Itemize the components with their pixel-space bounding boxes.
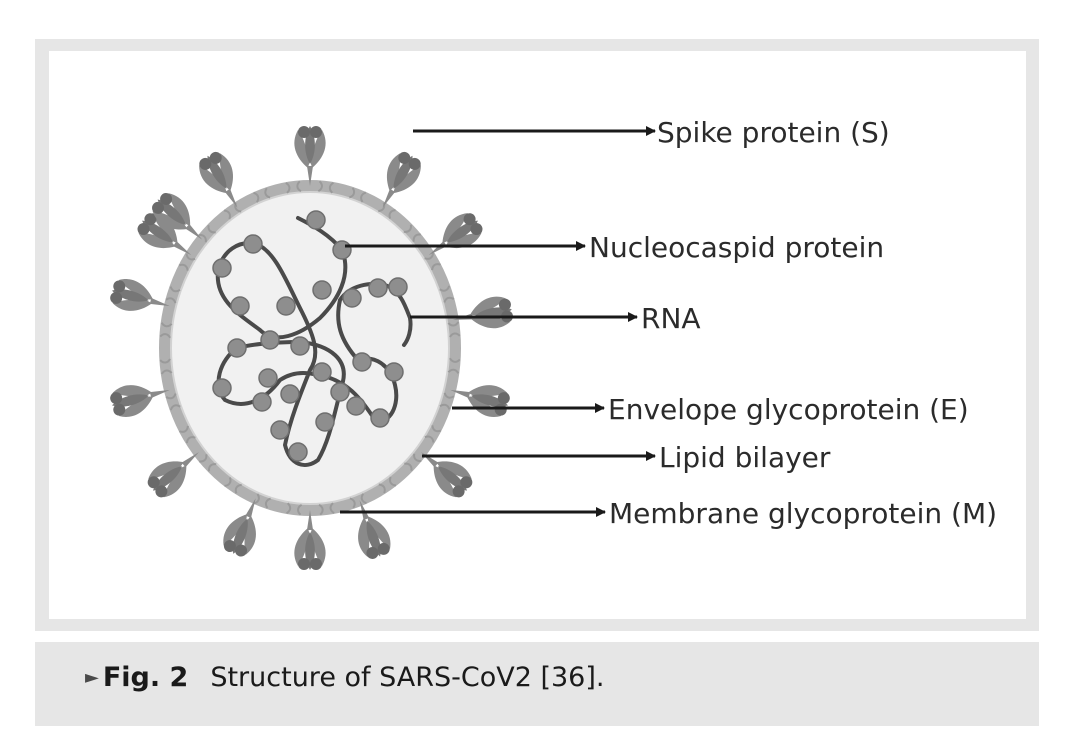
virus-body <box>159 180 461 516</box>
spike-protein <box>358 500 391 559</box>
membrane-protein <box>159 322 173 339</box>
label-spike-protein: Spike protein (S) <box>657 116 890 149</box>
membrane-protein <box>349 493 367 509</box>
spike-protein <box>421 452 473 498</box>
membrane-protein <box>159 358 173 375</box>
membrane-protein <box>447 357 461 374</box>
leader-arrows <box>340 126 656 517</box>
nucleocapsid-bead <box>258 368 278 388</box>
nucleocapsid-bead <box>260 330 280 350</box>
spike-protein <box>110 385 170 417</box>
nucleocapsid-bead <box>280 384 300 404</box>
caption-text: Structure of SARS-CoV2 [36]. <box>210 662 605 693</box>
membrane-protein <box>198 225 216 243</box>
membrane-protein <box>439 285 455 303</box>
membrane-protein <box>378 202 396 219</box>
membrane-protein <box>447 321 461 338</box>
label-envelope-glycoprotein: Envelope glycoprotein (E) <box>608 393 969 426</box>
spike-protein <box>294 126 326 186</box>
nucleocapsid-bead <box>290 336 310 356</box>
nucleocapsid-proteins <box>212 210 408 462</box>
figure-caption: ►Fig. 2 Structure of SARS-CoV2 [36]. <box>35 642 1039 726</box>
label-lipid-bilayer: Lipid bilayer <box>659 441 831 474</box>
membrane-protein <box>439 392 455 410</box>
nucleocapsid-bead <box>346 396 366 416</box>
membrane-protein <box>317 180 334 194</box>
nucleocapsid-bead <box>315 412 335 432</box>
lipid-bilayer-inner-line <box>170 191 450 505</box>
label-rna: RNA <box>641 302 701 335</box>
spike-protein <box>223 498 256 557</box>
spike-protein <box>428 213 483 256</box>
figure-number: Fig. 2 <box>102 662 189 693</box>
membrane-protein <box>424 425 442 443</box>
nucleocapsid-bead <box>312 280 332 300</box>
nucleocapsid-bead <box>212 258 232 278</box>
nucleocapsid-bead <box>368 278 388 298</box>
spike-protein <box>294 510 326 570</box>
nucleocapsid-bead <box>342 288 362 308</box>
nucleocapsid-bead <box>227 338 247 358</box>
nucleocapsid-bead <box>388 277 408 297</box>
membrane-protein <box>318 502 335 516</box>
nucleocapsid-bead <box>352 352 372 372</box>
spike-protein <box>110 279 170 311</box>
nucleocapsid-bead <box>306 210 326 230</box>
nucleocapsid-bead <box>252 392 272 412</box>
membrane-protein <box>348 187 367 203</box>
lipid-bilayer <box>159 180 461 516</box>
spike-protein <box>137 213 192 256</box>
spike-protein <box>147 452 199 498</box>
spike-protein <box>199 151 238 208</box>
nucleocapsid-bead <box>276 296 296 316</box>
membrane-protein <box>286 502 303 516</box>
nucleocapsid-bead <box>332 240 352 260</box>
membrane-protein <box>424 252 441 271</box>
membrane-protein <box>178 253 196 271</box>
membrane-proteins <box>159 180 461 516</box>
nucleocapsid-bead <box>330 382 350 402</box>
nucleocapsid-bead <box>243 234 263 254</box>
membrane-protein <box>253 493 272 509</box>
membrane-protein <box>253 187 271 203</box>
membrane-protein <box>403 224 421 242</box>
caption-marker-icon: ► <box>85 667 99 688</box>
nucleocapsid-bead <box>230 296 250 316</box>
membrane-protein <box>224 477 242 494</box>
nucleocapsid-bead <box>384 362 404 382</box>
membrane-protein <box>404 453 422 471</box>
label-nucleocapsid-protein: Nucleocaspid protein <box>589 231 884 264</box>
nucleocapsid-bead <box>270 420 290 440</box>
membrane-protein <box>285 180 302 194</box>
spike-protein <box>382 151 421 208</box>
nucleocapsid-bead <box>370 408 390 428</box>
nucleocapsid-bead <box>312 362 332 382</box>
membrane-protein <box>179 425 196 444</box>
label-membrane-glycoprotein: Membrane glycoprotein (M) <box>609 497 997 530</box>
rna-strand <box>215 216 413 467</box>
membrane-protein <box>378 476 397 494</box>
caption-row: ►Fig. 2 Structure of SARS-CoV2 [36]. <box>85 662 604 693</box>
membrane-protein <box>165 393 181 411</box>
nucleocapsid-bead <box>212 378 232 398</box>
spike-protein <box>152 193 203 240</box>
nucleocapsid-bead <box>288 442 308 462</box>
membrane-protein <box>165 286 181 304</box>
membrane-protein <box>199 454 217 472</box>
